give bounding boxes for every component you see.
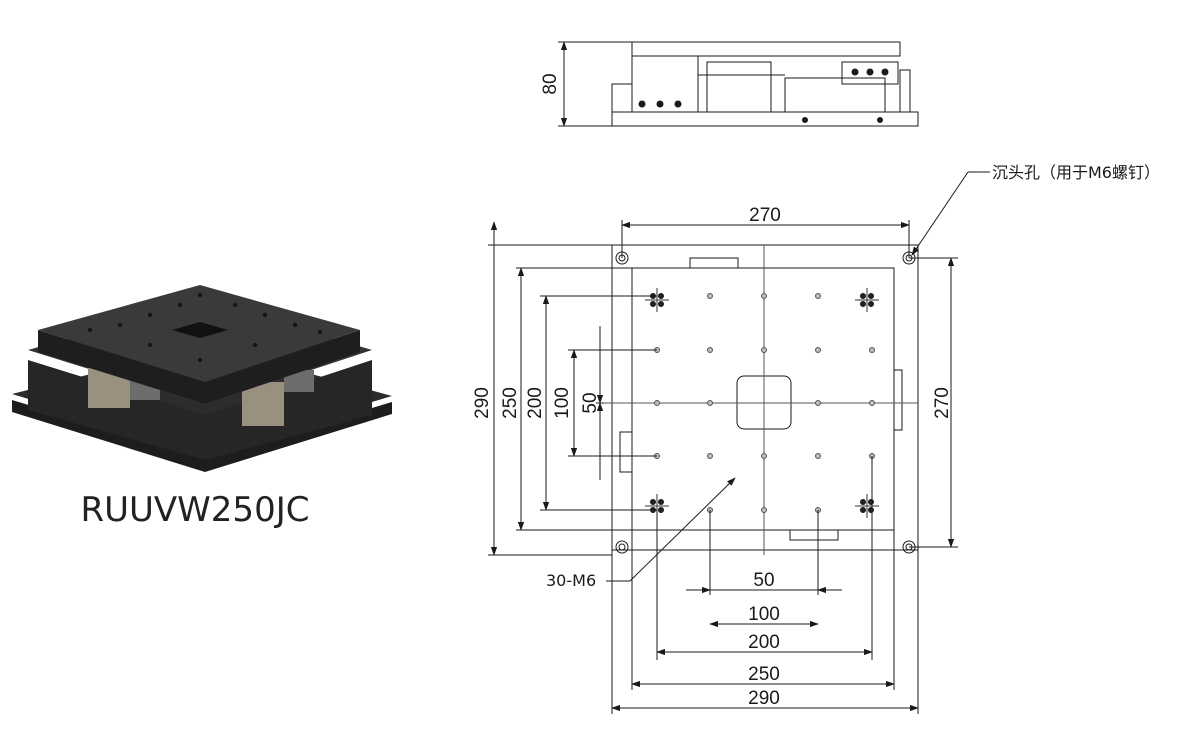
- top-view: [488, 171, 990, 714]
- side-view: [558, 41, 919, 127]
- dim-height-270-right: 270: [932, 387, 953, 419]
- product-render: RUUVW250JC: [12, 285, 392, 530]
- dim-width-250: 250: [748, 664, 780, 685]
- dim-width-100: 100: [748, 604, 780, 625]
- dim-height-50: 50: [580, 392, 601, 413]
- dim-width-50: 50: [753, 570, 774, 591]
- dim-height-290: 290: [472, 387, 493, 419]
- side-height-dim: 80: [540, 73, 561, 94]
- dim-height-200: 200: [525, 387, 546, 419]
- dim-width-200: 200: [748, 632, 780, 653]
- dim-height-100: 100: [552, 387, 573, 419]
- dim-width-270-top: 270: [749, 205, 781, 226]
- tapped-holes-callout: 30-M6: [546, 571, 596, 590]
- model-name: RUUVW250JC: [81, 490, 310, 530]
- m6-hole-grid: [654, 293, 875, 513]
- counterbore-callout: 沉头孔（用于M6螺钉）: [992, 163, 1160, 182]
- dim-height-250: 250: [500, 387, 521, 419]
- dim-width-290: 290: [748, 688, 780, 709]
